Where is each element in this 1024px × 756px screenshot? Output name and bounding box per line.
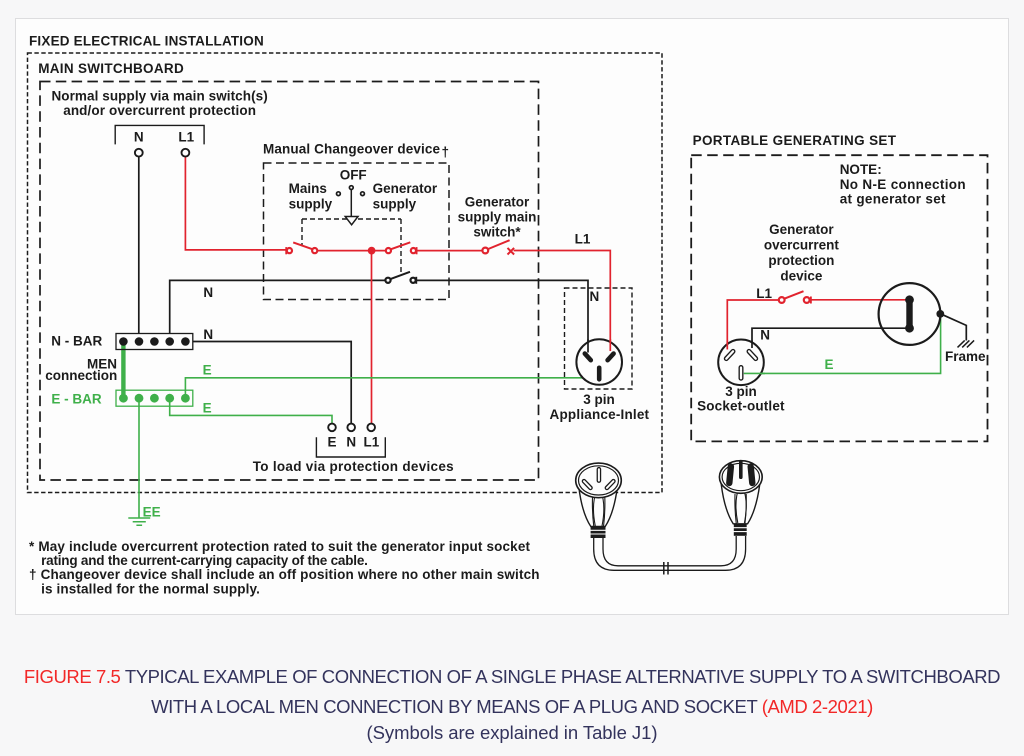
svg-text:supply main: supply main xyxy=(458,210,537,225)
svg-text:E: E xyxy=(824,357,833,372)
svg-text:L1: L1 xyxy=(575,232,591,247)
svg-text:Normal supply via main switch(: Normal supply via main switch(s) xyxy=(51,89,267,104)
svg-text:E: E xyxy=(203,400,212,415)
svg-text:Socket-outlet: Socket-outlet xyxy=(697,399,785,414)
svg-text:3 pin: 3 pin xyxy=(583,392,615,407)
svg-text:To load via protection devices: To load via protection devices xyxy=(253,459,454,474)
svg-text:3 pin: 3 pin xyxy=(725,384,757,399)
svg-text:protection: protection xyxy=(768,253,834,268)
svg-text:OFF: OFF xyxy=(340,167,367,182)
svg-text:at generator set: at generator set xyxy=(840,192,946,207)
svg-text:rating and the current-carryin: rating and the current-carrying capacity… xyxy=(41,553,368,568)
svg-text:Generator: Generator xyxy=(465,195,530,210)
svg-text:Manual Changeover device: Manual Changeover device xyxy=(263,142,440,157)
svg-text:MEN: MEN xyxy=(87,357,117,372)
svg-text:Generator: Generator xyxy=(373,181,438,196)
svg-text:L1: L1 xyxy=(178,129,194,144)
svg-text:Generator: Generator xyxy=(769,222,834,237)
svg-text:E - BAR: E - BAR xyxy=(51,392,102,407)
svg-text:E: E xyxy=(203,363,212,378)
svg-text:No N-E connection: No N-E connection xyxy=(840,177,966,192)
svg-text:† Changeover device shall incl: † Changeover device shall include an off… xyxy=(29,567,540,582)
svg-text:EE: EE xyxy=(143,504,161,519)
svg-text:N: N xyxy=(134,129,144,144)
svg-text:N: N xyxy=(203,285,213,300)
svg-text:PORTABLE GENERATING SET: PORTABLE GENERATING SET xyxy=(693,133,897,148)
svg-text:L1: L1 xyxy=(756,286,772,301)
svg-text:Appliance-Inlet: Appliance-Inlet xyxy=(550,407,650,422)
svg-text:is installed for the normal su: is installed for the normal supply. xyxy=(41,581,260,596)
svg-text:†: † xyxy=(442,145,450,160)
svg-text:supply: supply xyxy=(373,197,417,212)
svg-text:overcurrent: overcurrent xyxy=(764,238,840,253)
svg-text:Mains: Mains xyxy=(289,181,327,196)
svg-text:N: N xyxy=(346,435,356,450)
svg-text:FIXED ELECTRICAL INSTALLATION: FIXED ELECTRICAL INSTALLATION xyxy=(29,34,264,49)
svg-text:N: N xyxy=(590,289,600,304)
svg-text:E: E xyxy=(327,435,336,450)
svg-text:N: N xyxy=(760,327,770,342)
svg-text:L1: L1 xyxy=(364,435,380,450)
svg-text:N: N xyxy=(203,327,213,342)
svg-text:connection: connection xyxy=(45,368,117,383)
svg-text:and/or overcurrent protection: and/or overcurrent protection xyxy=(63,103,256,118)
svg-text:supply: supply xyxy=(289,197,333,212)
svg-text:switch*: switch* xyxy=(473,224,521,239)
svg-text:device: device xyxy=(780,269,823,284)
svg-text:* May include overcurrent prot: * May include overcurrent protection rat… xyxy=(29,539,531,554)
svg-text:MAIN SWITCHBOARD: MAIN SWITCHBOARD xyxy=(38,61,184,76)
svg-text:Frame: Frame xyxy=(945,349,986,364)
svg-text:NOTE:: NOTE: xyxy=(840,162,882,177)
svg-text:N - BAR: N - BAR xyxy=(51,334,102,349)
